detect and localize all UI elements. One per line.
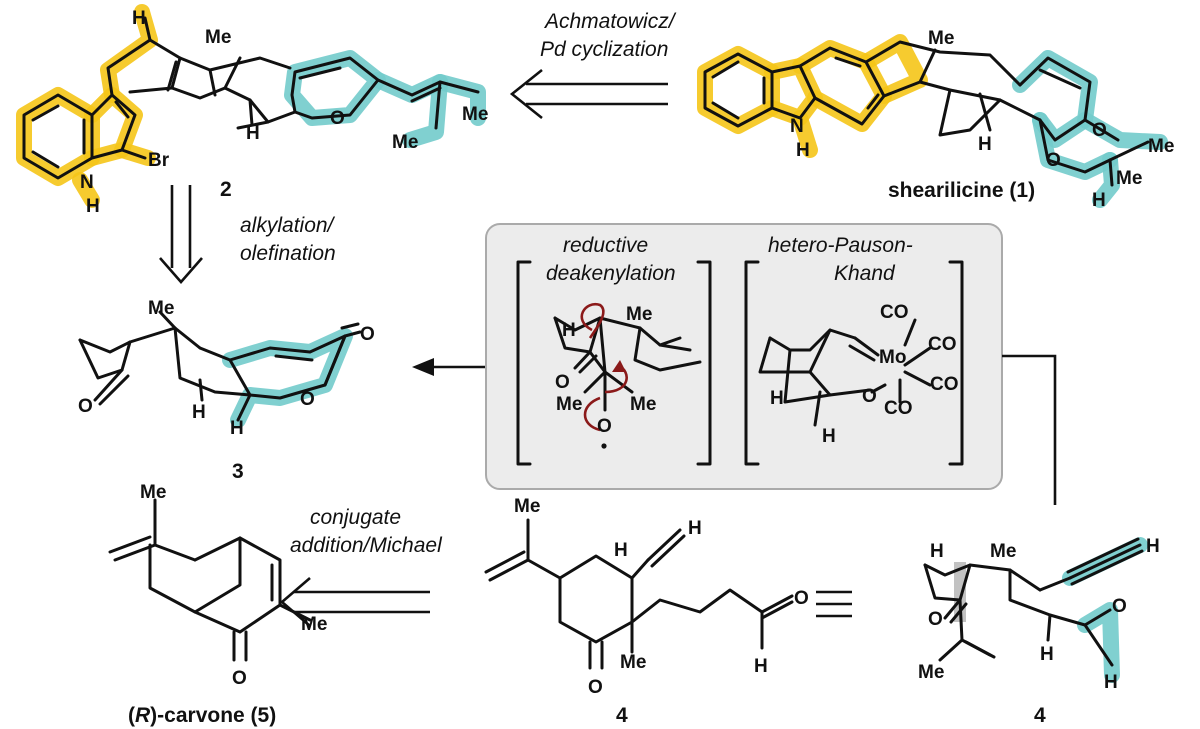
atom-o-2: O [330, 108, 345, 129]
atom-h-4a2: H [688, 518, 702, 539]
intermediate-b-structure [758, 318, 932, 427]
atom-me-boxa: Me [626, 304, 652, 325]
atom-h-nh-2: H [86, 196, 100, 217]
atom-o-4a: O [588, 677, 603, 698]
atom-mo: Mo [879, 347, 906, 368]
atom-br-2: Br [148, 150, 170, 171]
atom-me-4b2: Me [918, 662, 944, 683]
atom-h-ring-2: H [246, 123, 260, 144]
atom-o-4b2: O [1112, 596, 1127, 617]
compound-4-2d-structure [484, 518, 794, 670]
compound-4b-label: 4 [1034, 704, 1046, 727]
step-label-left-1: alkylation/ [240, 214, 336, 237]
atom-h-3: H [192, 402, 206, 423]
atom-me-4a2: Me [620, 652, 646, 673]
atom-me-1b: Me [1148, 136, 1174, 157]
atom-o-3c: O [360, 324, 375, 345]
atom-h-ring-1: H [978, 134, 992, 155]
atom-me-2c: Me [392, 132, 418, 153]
atom-me-5b: Me [301, 614, 327, 635]
retro-arrow-left [159, 185, 203, 284]
atom-me-boxa3: Me [630, 394, 656, 415]
connector-line [1002, 354, 1057, 505]
compound-5-label: (R)-carvone (5) [128, 704, 276, 727]
atom-o-5: O [232, 668, 247, 689]
step-label-top-2: Pd cyclization [540, 38, 668, 61]
atom-co-1: CO [880, 302, 909, 323]
box-label-a-2: deakenylation [546, 262, 676, 285]
box-label-b-1: hetero-Pauson- [768, 234, 913, 257]
atom-h-4a3: H [754, 656, 768, 677]
atom-o-4b: O [928, 609, 943, 630]
box-label-b-2: Khand [834, 262, 896, 285]
shearilicine-structure [703, 40, 1150, 187]
carvone-structure [108, 498, 312, 662]
atom-h-4b2: H [1040, 644, 1054, 665]
compound-2-structure [22, 16, 480, 180]
compound-3-structure [78, 310, 362, 422]
atom-o-boxa: O [555, 372, 570, 393]
atom-me-2b: Me [462, 104, 488, 125]
equivalence-sign [816, 590, 852, 618]
atom-h-boxa: H [562, 320, 576, 341]
atom-h-4b4: H [1104, 672, 1118, 693]
atom-o-boxa2: O [597, 416, 612, 437]
atom-h-4b3: H [1146, 536, 1160, 557]
step-label-bottom-1: conjugate [310, 506, 401, 529]
atom-o-3b: O [300, 389, 315, 410]
atom-h-4b: H [930, 541, 944, 562]
atom-co-3: CO [930, 374, 959, 395]
atom-o-1b: O [1046, 150, 1061, 171]
atom-o-boxb: O [862, 386, 877, 407]
atom-n-2: N [80, 172, 94, 193]
bracket-b [744, 260, 964, 466]
atom-me-boxa2: Me [556, 394, 582, 415]
atom-h-4a: H [614, 540, 628, 561]
atom-h-nh-1: H [796, 140, 810, 161]
compound-3-label: 3 [232, 460, 244, 483]
retro-arrow-top [509, 68, 668, 120]
radical-dot [601, 443, 607, 449]
atom-me-3: Me [148, 298, 174, 319]
atom-me-1: Me [928, 28, 954, 49]
bracket-a [516, 260, 712, 466]
intermediate-a-structure [553, 316, 702, 412]
atom-co-4: CO [884, 398, 913, 419]
compound-1-label: shearilicine (1) [888, 179, 1035, 202]
step-label-bottom-2: addition/Michael [290, 534, 443, 557]
step-label-top-1: Achmatowicz/ [543, 10, 677, 33]
atom-me-1c: Me [1116, 168, 1142, 189]
atom-co-2: CO [928, 334, 957, 355]
atom-n-1: N [790, 116, 804, 137]
atom-h-boxb2: H [822, 426, 836, 447]
compound-4a-label: 4 [616, 704, 628, 727]
compound-4-3d-structure [923, 537, 1144, 667]
atom-o-3a: O [78, 396, 93, 417]
mechanism-curved-arrows [580, 302, 628, 432]
atom-o-4a2: O [794, 588, 809, 609]
atom-h-boxb: H [770, 388, 784, 409]
atom-h-2: H [132, 8, 146, 29]
atom-me-4b: Me [990, 541, 1016, 562]
atom-o-1a: O [1092, 120, 1107, 141]
compound-2-label: 2 [220, 178, 232, 201]
box-label-a-1: reductive [563, 234, 648, 257]
retro-arrow-bottom [280, 577, 430, 627]
atom-me-5: Me [140, 482, 166, 503]
atom-me-2: Me [205, 27, 231, 48]
atom-me-4a: Me [514, 496, 540, 517]
atom-h-1: H [1092, 190, 1106, 211]
step-label-left-2: olefination [240, 242, 336, 265]
atom-h-3b: H [230, 418, 244, 439]
